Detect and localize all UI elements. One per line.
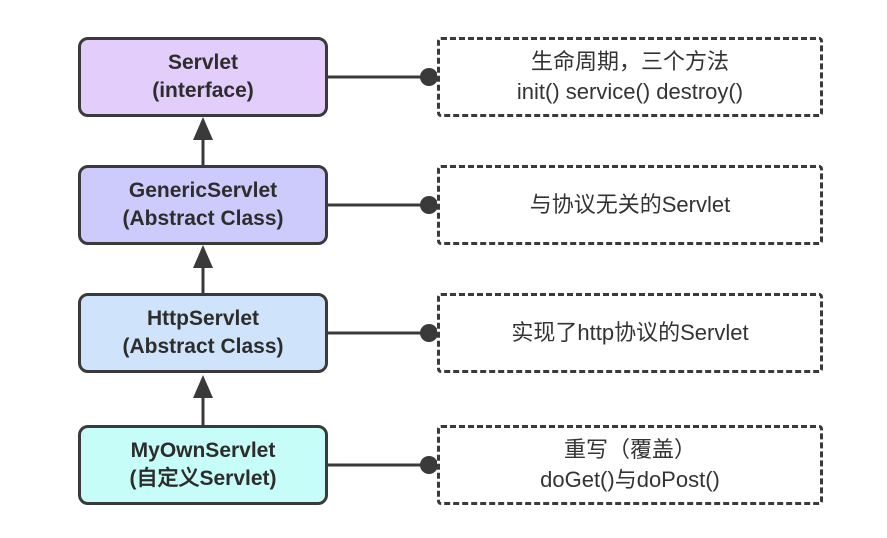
class-subtitle: (interface) — [152, 79, 254, 102]
note-box-servlet-lifecycle: 生命周期，三个方法 init() service() destroy() — [437, 37, 823, 117]
note-connector-servlet — [328, 68, 438, 86]
class-title: MyOwnServlet — [130, 439, 276, 463]
note-line: 重写（覆盖） — [563, 437, 696, 463]
note-box-httpservlet: 实现了http协议的Servlet — [437, 293, 823, 373]
inheritance-arrow-myownservlet-to-httpservlet — [193, 375, 213, 426]
class-title: Servlet — [167, 51, 239, 75]
class-subtitle: (Abstract Class) — [122, 335, 284, 358]
note-connector-genericservlet — [328, 196, 438, 214]
class-title: GenericServlet — [128, 179, 278, 203]
note-line: 与协议无关的Servlet — [529, 192, 731, 218]
class-box-myownservlet: MyOwnServlet (自定义Servlet) — [78, 425, 328, 505]
class-title: HttpServlet — [146, 307, 260, 331]
note-box-myownservlet: 重写（覆盖） doGet()与doPost() — [437, 425, 823, 505]
note-line: init() service() destroy() — [516, 79, 744, 104]
inheritance-arrow-genericservlet-to-servlet — [193, 117, 213, 166]
class-subtitle: (Abstract Class) — [122, 207, 284, 230]
note-line: 实现了http协议的Servlet — [511, 320, 749, 346]
class-subtitle: (自定义Servlet) — [129, 467, 277, 490]
class-box-httpservlet: HttpServlet (Abstract Class) — [78, 293, 328, 373]
note-connector-httpservlet — [328, 324, 438, 342]
note-line: 生命周期，三个方法 — [530, 49, 729, 75]
class-box-servlet: Servlet (interface) — [78, 37, 328, 117]
class-box-genericservlet: GenericServlet (Abstract Class) — [78, 165, 328, 245]
note-line: doGet()与doPost() — [540, 467, 720, 492]
inheritance-arrow-httpservlet-to-genericservlet — [193, 245, 213, 294]
note-box-genericservlet: 与协议无关的Servlet — [437, 165, 823, 245]
note-connector-myownservlet — [328, 456, 438, 474]
